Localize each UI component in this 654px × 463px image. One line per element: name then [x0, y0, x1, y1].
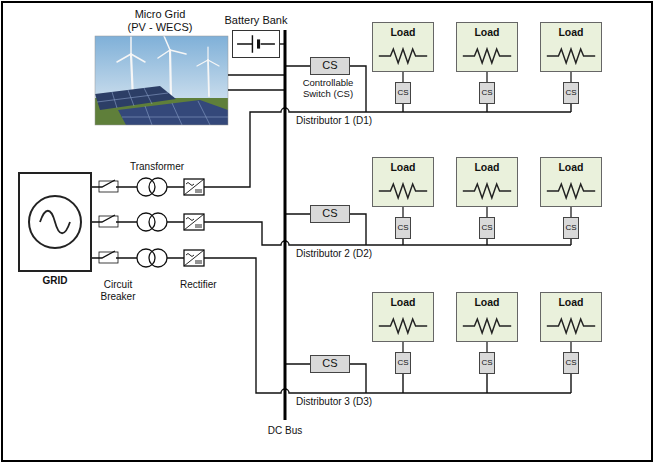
diagram-label: Controllable Switch (CS) — [296, 77, 360, 100]
load-box: Load — [540, 22, 602, 72]
switch-box: CS — [395, 217, 411, 239]
load-box: Load — [540, 292, 602, 342]
battery-bank: Battery Bank — [232, 30, 280, 58]
node-label: Load — [558, 161, 583, 174]
node-label: Load — [474, 296, 499, 309]
feeder-wire — [570, 342, 571, 352]
diagram-label: Transformer — [122, 161, 192, 173]
node-label: Battery Bank — [225, 14, 288, 27]
resistor-symbol — [373, 314, 433, 338]
load-box: Load — [372, 157, 434, 207]
node-label: CS — [322, 207, 337, 220]
load-box: Load — [456, 22, 518, 72]
ac-source-symbol — [20, 174, 90, 270]
resistor-symbol — [457, 44, 517, 68]
feeder-wire — [402, 207, 403, 217]
switch-box: CS — [563, 82, 579, 104]
diagram-label: Rectifier — [180, 279, 217, 291]
diagram-label: Micro Grid (PV - WECS) — [124, 8, 196, 34]
node-label: Load — [390, 296, 415, 309]
node-label: Load — [390, 26, 415, 39]
resistor-symbol — [373, 179, 433, 203]
resistor-symbol — [457, 179, 517, 203]
label-holder: Distributor 3 (D3) — [296, 396, 372, 408]
label-holder: DC Bus — [255, 425, 315, 437]
node-label: CS — [565, 88, 576, 98]
node-label: CS — [322, 59, 337, 72]
diagram-label: DC Bus — [255, 425, 315, 437]
node-label: CS — [397, 88, 408, 98]
switch-box: CS — [479, 352, 495, 374]
load-box: Load — [456, 292, 518, 342]
label-holder: Controllable Switch (CS) — [296, 77, 360, 100]
node-label: CS — [481, 88, 492, 98]
diagram-label: Distributor 1 (D1) — [296, 115, 372, 127]
feeder-wire — [486, 207, 487, 217]
node-label: CS — [322, 357, 337, 370]
load-box: Load — [372, 22, 434, 72]
resistor-symbol — [373, 44, 433, 68]
resistor-symbol — [541, 179, 601, 203]
switch-box: CS — [479, 217, 495, 239]
node-label: CS — [481, 223, 492, 233]
diagram-label: Distributor 2 (D2) — [296, 248, 372, 260]
feeder-wire — [570, 207, 571, 217]
feeder-wire — [402, 72, 403, 82]
switch-box: CS — [310, 355, 350, 373]
feeder-wire — [402, 342, 403, 352]
wire — [204, 44, 571, 393]
diagram-label: Distributor 3 (D3) — [296, 396, 372, 408]
node-label: CS — [481, 358, 492, 368]
label-holder: Distributor 2 (D2) — [296, 248, 372, 260]
label-holder: Transformer — [122, 161, 192, 173]
node-label: Load — [390, 161, 415, 174]
switch-box: CS — [310, 57, 350, 75]
switch-box: CS — [310, 205, 350, 223]
feeder-symbols — [92, 178, 204, 267]
feeder-wire — [486, 342, 487, 352]
grid-source: GRID — [18, 172, 92, 272]
load-box: Load — [540, 157, 602, 207]
node-label: CS — [565, 358, 576, 368]
battery-symbol — [233, 31, 279, 57]
node-label: CS — [397, 358, 408, 368]
switch-box: CS — [479, 82, 495, 104]
diagram-label: Circuit Breaker — [92, 279, 144, 303]
feeder-wire — [486, 72, 487, 82]
resistor-symbol — [541, 314, 601, 338]
resistor-symbol — [541, 44, 601, 68]
resistor-symbol — [457, 314, 517, 338]
node-label: CS — [397, 223, 408, 233]
label-holder: Micro Grid (PV - WECS) — [124, 8, 196, 34]
switch-box: CS — [395, 352, 411, 374]
node-label: Load — [474, 26, 499, 39]
label-holder: Circuit Breaker — [92, 279, 144, 303]
switch-box: CS — [395, 82, 411, 104]
label-holder: Rectifier — [180, 279, 217, 291]
node-label: Load — [474, 161, 499, 174]
label-holder: Distributor 1 (D1) — [296, 115, 372, 127]
load-box: Load — [456, 157, 518, 207]
feeder-wire — [570, 72, 571, 82]
switch-box: CS — [563, 217, 579, 239]
node-label: Load — [558, 296, 583, 309]
node-label: CS — [565, 223, 576, 233]
switch-box: CS — [563, 352, 579, 374]
node-label: Load — [558, 26, 583, 39]
node-label: GRID — [43, 275, 68, 287]
microgrid-photo — [95, 36, 228, 125]
load-box: Load — [372, 292, 434, 342]
dc-bus — [284, 30, 287, 420]
